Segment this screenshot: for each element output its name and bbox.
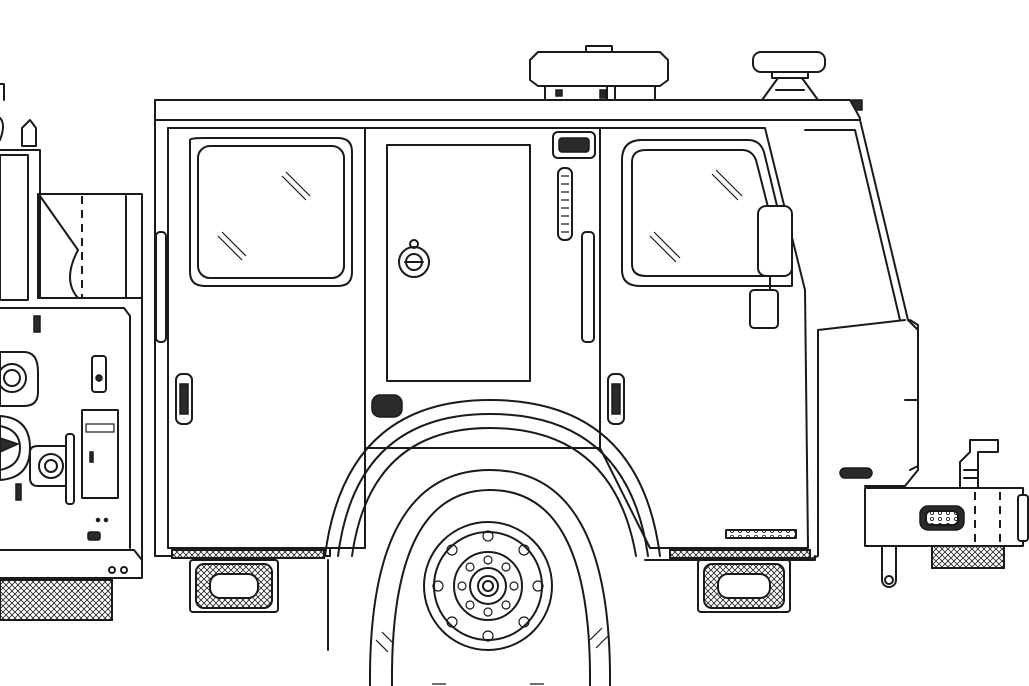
rear-crew-door bbox=[155, 127, 366, 549]
rear-step-plate bbox=[171, 549, 325, 559]
gauge-lower bbox=[0, 415, 31, 481]
front-step bbox=[697, 559, 791, 613]
lever bbox=[65, 433, 75, 505]
switch bbox=[91, 355, 107, 393]
front-bumper bbox=[839, 439, 1029, 588]
grab-handle-front bbox=[581, 231, 595, 343]
rear-step bbox=[189, 559, 279, 613]
indicator bbox=[33, 315, 41, 333]
front-wheel bbox=[368, 469, 612, 686]
marker-light bbox=[371, 394, 403, 418]
pump-panel bbox=[0, 83, 143, 621]
lug-nuts bbox=[432, 530, 544, 642]
roof-air-conditioner bbox=[529, 45, 669, 103]
label-plate bbox=[81, 409, 119, 499]
grab-handle bbox=[155, 231, 167, 343]
front-cab-door bbox=[581, 127, 809, 549]
wheel-arch bbox=[324, 399, 661, 557]
front-marker-light bbox=[839, 467, 873, 479]
intake-pipe bbox=[959, 439, 999, 489]
vent bbox=[557, 167, 573, 241]
step-tread bbox=[725, 529, 797, 539]
side-mirror bbox=[757, 205, 793, 277]
roof-beacon bbox=[752, 51, 826, 101]
front-step-plate bbox=[669, 549, 811, 559]
